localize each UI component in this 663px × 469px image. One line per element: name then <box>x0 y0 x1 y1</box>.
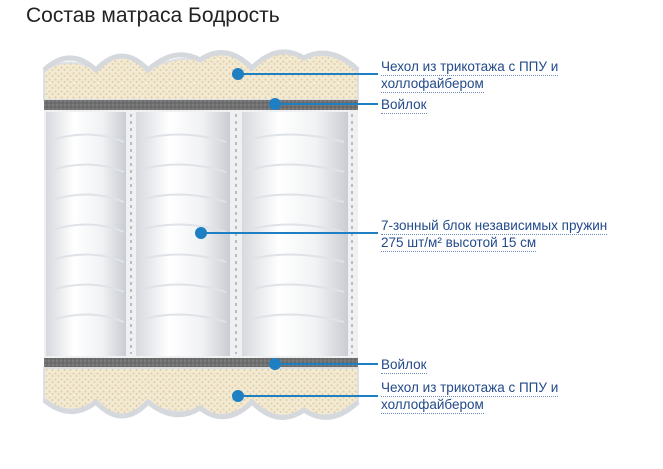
marker-felt-top <box>269 98 281 110</box>
marker-cover-bottom <box>232 390 244 402</box>
top-cover-layer <box>42 49 360 101</box>
marker-springs <box>195 227 207 239</box>
leader-felt-top <box>269 98 378 110</box>
bottom-cover-layer <box>42 367 360 420</box>
label-cover-top[interactable]: Чехол из трикотажа с ППУ и холлофайбером <box>381 59 559 93</box>
leader-cover-bottom <box>232 390 378 402</box>
label-cover-bottom[interactable]: Чехол из трикотажа с ППУ и холлофайбером <box>381 380 559 414</box>
spring-block-layer <box>44 110 358 358</box>
label-felt-top-line1: Войлок <box>381 97 427 114</box>
label-springs-line1: 7-зонный блок независимых пружин <box>381 218 608 235</box>
leader-felt-bottom <box>269 358 378 370</box>
label-felt-top[interactable]: Войлок <box>381 97 427 114</box>
label-springs[interactable]: 7-зонный блок независимых пружин 275 шт/… <box>381 218 608 252</box>
leader-springs <box>195 227 378 239</box>
marker-felt-bottom <box>269 358 281 370</box>
label-springs-line2: 275 шт/м² высотой 15 см <box>381 235 537 252</box>
label-cover-top-line1: Чехол из трикотажа с ППУ и <box>381 59 559 76</box>
bottom-felt-layer <box>44 358 358 368</box>
marker-cover-top <box>232 68 244 80</box>
leader-cover-top <box>232 68 378 80</box>
page-title: Состав матраса Бодрость <box>26 4 280 27</box>
label-felt-bottom-line1: Войлок <box>381 357 427 374</box>
label-felt-bottom[interactable]: Войлок <box>381 357 427 374</box>
top-felt-layer <box>44 100 358 110</box>
label-cover-bottom-line1: Чехол из трикотажа с ППУ и <box>381 380 559 397</box>
label-cover-bottom-line2: холлофайбером <box>381 397 484 414</box>
label-cover-top-line2: холлофайбером <box>381 76 484 93</box>
